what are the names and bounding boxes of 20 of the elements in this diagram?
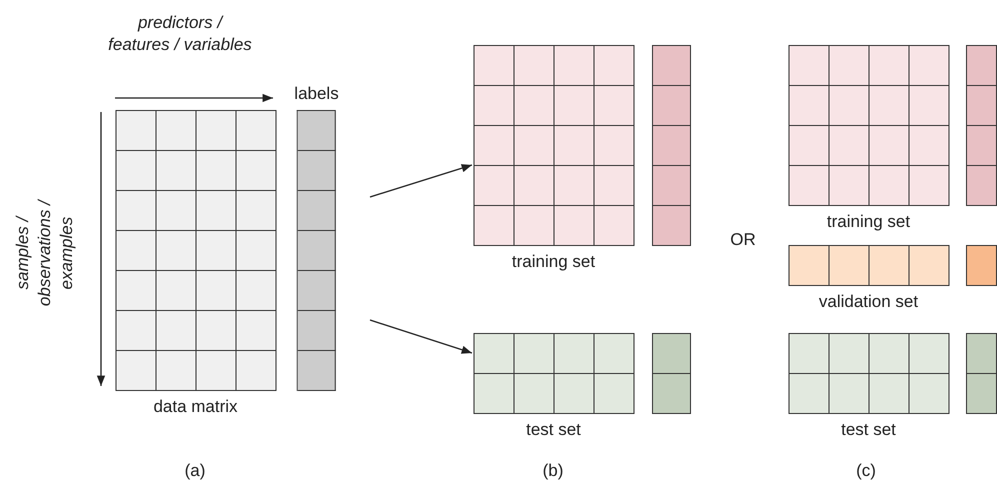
matrix-caption: data matrix — [153, 397, 238, 417]
matrix-caption: training set — [512, 252, 596, 272]
label-column — [966, 245, 997, 286]
matrix-caption: training set — [826, 212, 910, 232]
axis-caption: samples / observations / examples — [12, 198, 78, 308]
matrix-caption: test set — [526, 420, 581, 440]
arrow — [370, 164, 472, 198]
matrix-caption: validation set — [818, 292, 918, 312]
label-column — [652, 333, 691, 414]
panel-label: (a) — [184, 460, 206, 482]
or-text: OR — [729, 229, 757, 251]
matrix-caption: test set — [841, 420, 896, 440]
label-column — [652, 45, 691, 246]
matrix-caption: labels — [294, 84, 339, 104]
label-column — [966, 333, 997, 414]
panel-label: (b) — [542, 460, 564, 482]
axis-caption: predictors / features / variables — [107, 12, 253, 56]
label-column — [966, 45, 997, 206]
panel-label: (c) — [855, 460, 877, 482]
arrow — [370, 319, 472, 354]
